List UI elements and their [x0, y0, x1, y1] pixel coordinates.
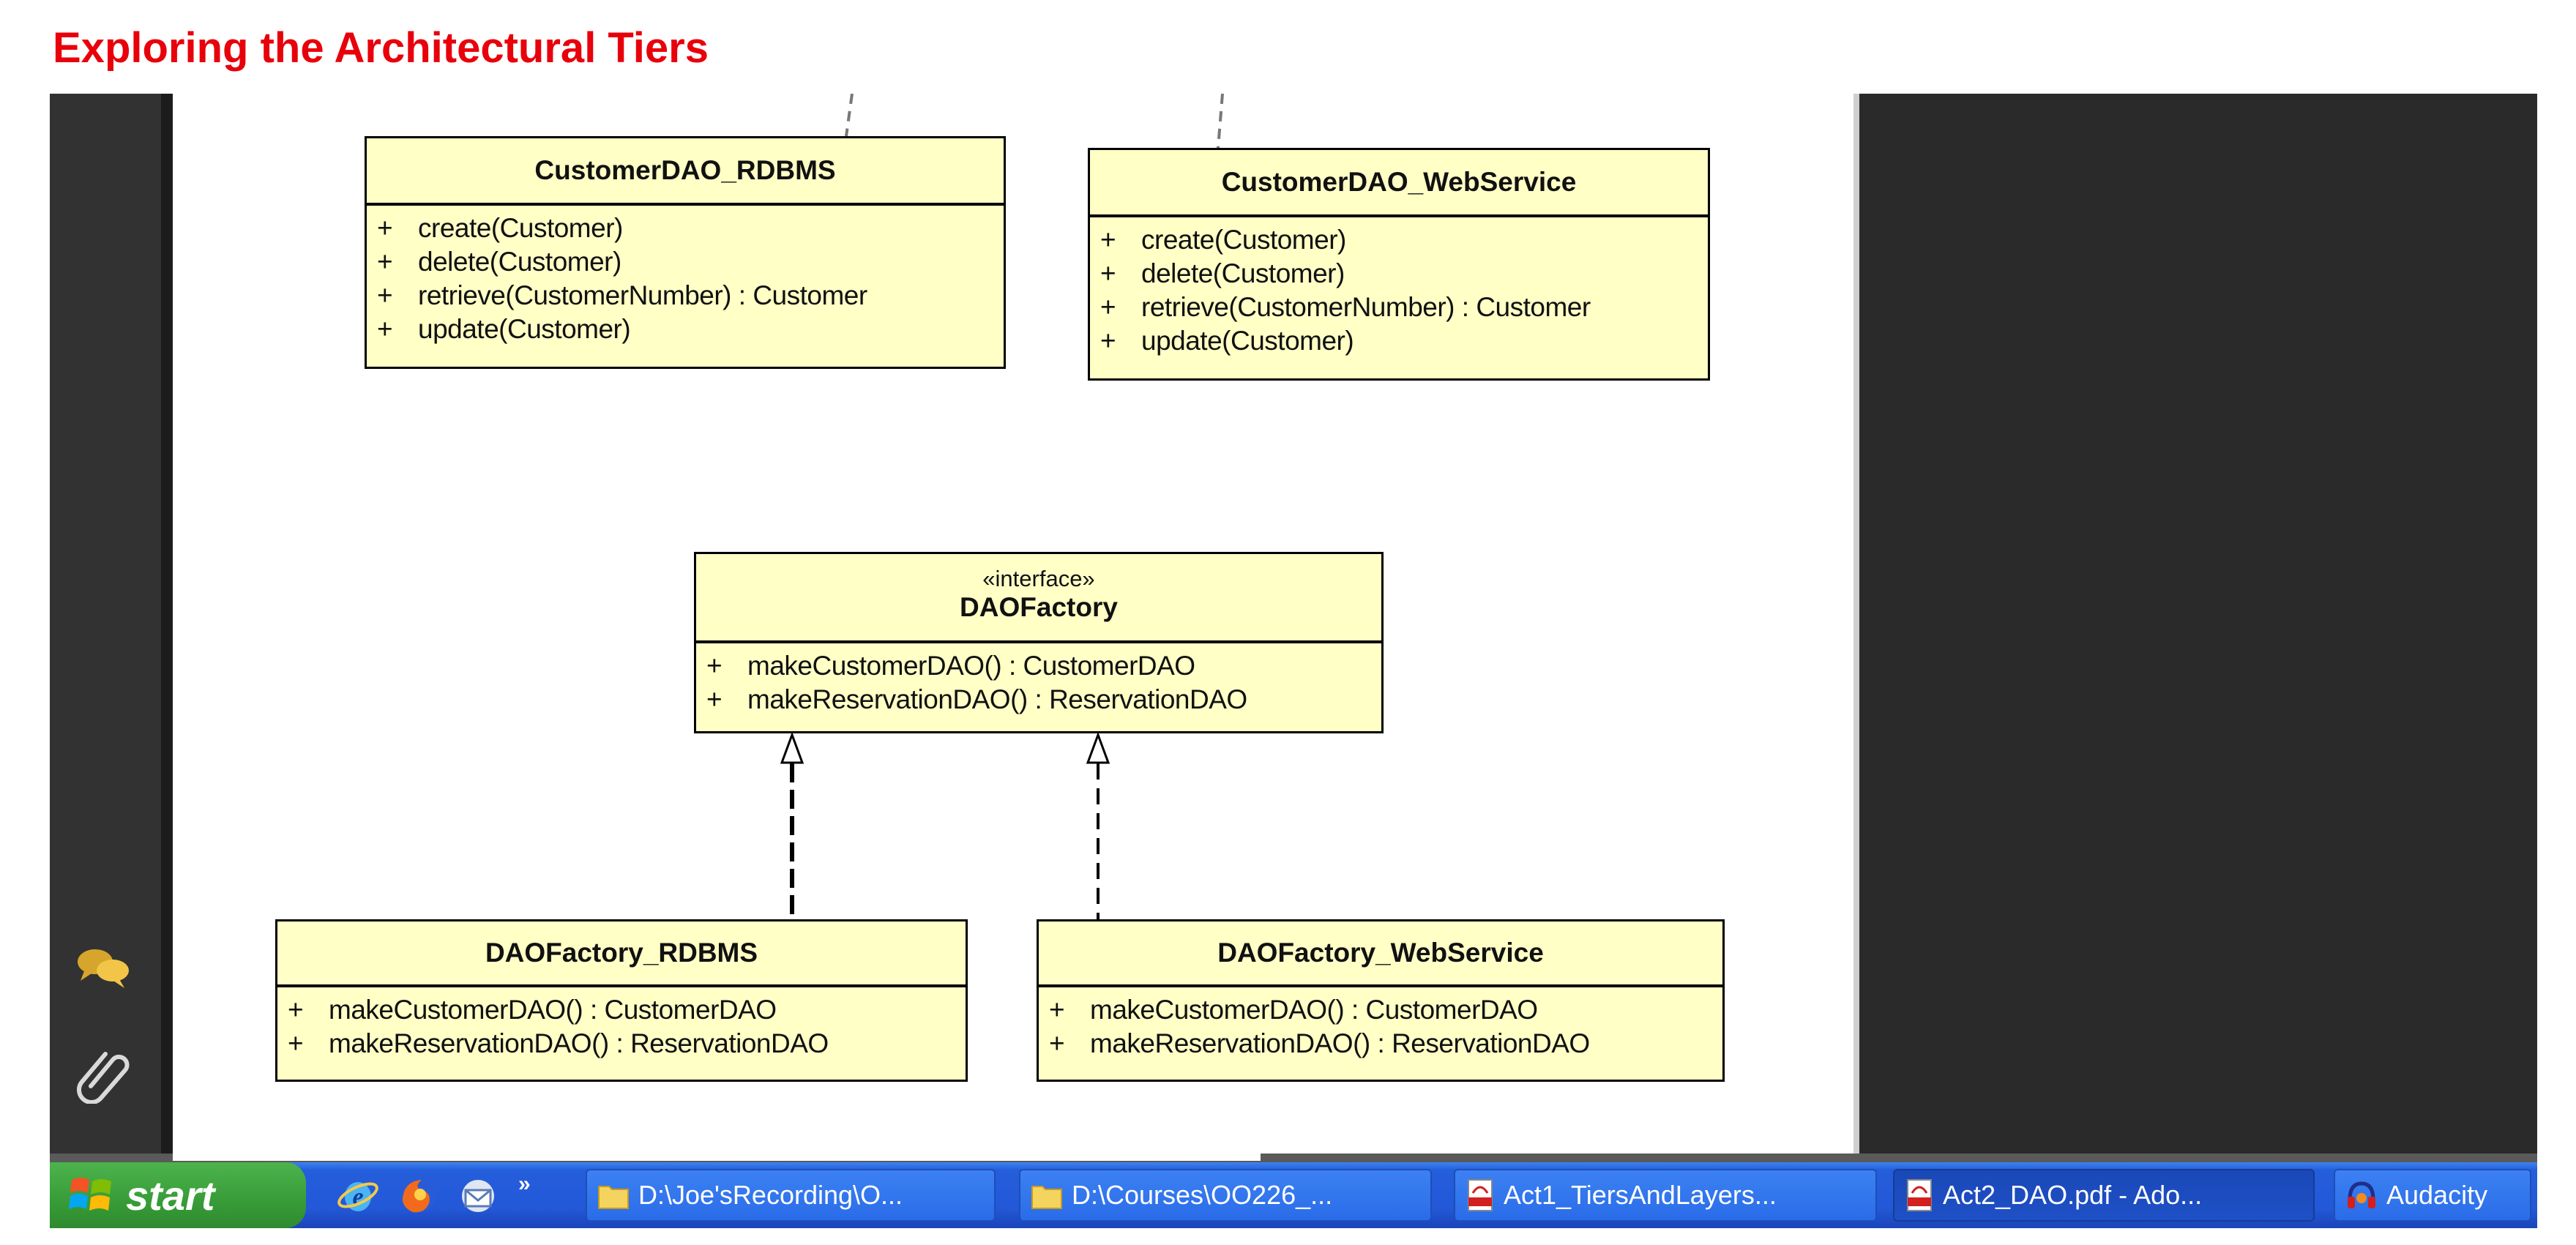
operation-signature: makeCustomerDAO() : CustomerDAO — [1090, 995, 1538, 1025]
operation-row: + makeReservationDAO() : ReservationDAO — [706, 683, 1371, 717]
panel-divider[interactable] — [161, 94, 173, 1154]
taskbar-button-courses-folder[interactable]: D:\Courses\OO226_... — [1019, 1169, 1432, 1222]
operation-row: + makeReservationDAO() : ReservationDAO — [288, 1027, 955, 1061]
windows-logo-icon — [69, 1178, 111, 1211]
class-name: DAOFactory_RDBMS — [277, 921, 966, 987]
interface-header: «interface» DAOFactory — [696, 554, 1381, 643]
uml-class-customerdao-rdbms: CustomerDAO_RDBMS + create(Customer) + del… — [365, 136, 1006, 369]
visibility-marker: + — [706, 651, 723, 681]
operation-row: + update(Customer) — [1100, 324, 1698, 358]
visibility-marker: + — [288, 1028, 304, 1058]
uml-connectors — [780, 94, 1224, 919]
quick-launch-overflow-chevron[interactable]: » — [518, 1172, 531, 1196]
operation-row: + delete(Customer) — [377, 245, 993, 279]
visibility-marker: + — [706, 684, 723, 714]
operation-signature: create(Customer) — [418, 213, 623, 243]
task-label: Act1_TiersAndLayers... — [1504, 1180, 1777, 1210]
email-client-icon[interactable] — [455, 1173, 501, 1218]
attachment-paperclip-icon[interactable] — [70, 1038, 136, 1104]
operation-signature: makeCustomerDAO() : CustomerDAO — [329, 995, 777, 1025]
document-background — [1859, 94, 2537, 1154]
operation-row: + makeCustomerDAO() : CustomerDAO — [288, 993, 955, 1027]
audacity-icon — [2348, 1181, 2375, 1208]
comments-icon[interactable] — [70, 935, 136, 1001]
visibility-marker: + — [1049, 995, 1065, 1025]
operation-row: + makeCustomerDAO() : CustomerDAO — [706, 649, 1371, 683]
start-label: start — [126, 1172, 215, 1219]
operation-row: + makeReservationDAO() : ReservationDAO — [1049, 1027, 1712, 1061]
stereotype-label: «interface» — [982, 566, 1095, 591]
task-label: Act2_DAO.pdf - Ado... — [1943, 1180, 2203, 1210]
operation-row: + retrieve(CustomerNumber) : Customer — [1100, 291, 1698, 324]
operation-signature: makeReservationDAO() : ReservationDAO — [1090, 1028, 1590, 1058]
visibility-marker: + — [377, 314, 393, 344]
quick-launch: e » — [335, 1171, 531, 1219]
operation-signature: retrieve(CustomerNumber) : Customer — [418, 280, 867, 310]
operation-signature: retrieve(CustomerNumber) : Customer — [1141, 292, 1591, 322]
operation-signature: makeReservationDAO() : ReservationDAO — [329, 1028, 829, 1058]
slide-title: Exploring the Architectural Tiers — [53, 24, 709, 72]
visibility-marker: + — [1100, 326, 1116, 356]
uml-interface-daofactory: «interface» DAOFactory + makeCustomerDAO(… — [694, 552, 1384, 733]
visibility-marker: + — [377, 280, 393, 310]
operation-signature: makeReservationDAO() : ReservationDAO — [747, 684, 1247, 714]
folder-icon — [598, 1186, 629, 1209]
visibility-marker: + — [1100, 292, 1116, 322]
class-name: CustomerDAO_RDBMS — [367, 138, 1004, 206]
task-label: Audacity — [2386, 1180, 2488, 1210]
uml-class-customerdao-webservice: CustomerDAO_WebService + create(Customer)… — [1088, 148, 1710, 381]
firefox-icon[interactable] — [395, 1173, 441, 1218]
class-name: DAOFactory — [960, 592, 1118, 622]
operation-signature: makeCustomerDAO() : CustomerDAO — [747, 651, 1195, 681]
horizontal-scroll-area[interactable] — [50, 1154, 2537, 1162]
uml-class-daofactory-rdbms: DAOFactory_RDBMS + makeCustomerDAO() : Cu… — [275, 919, 968, 1082]
visibility-marker: + — [377, 247, 393, 277]
visibility-marker: + — [1100, 225, 1116, 255]
operation-row: + delete(Customer) — [1100, 257, 1698, 291]
uml-class-daofactory-webservice: DAOFactory_WebService + makeCustomerDAO()… — [1037, 919, 1725, 1082]
visibility-marker: + — [1049, 1028, 1065, 1058]
task-label: D:\Courses\OO226_... — [1072, 1180, 1333, 1210]
pdf-icon — [1468, 1179, 1493, 1211]
visibility-marker: + — [288, 995, 304, 1025]
operation-row: + create(Customer) — [1100, 223, 1698, 257]
internet-explorer-icon[interactable]: e — [335, 1173, 381, 1218]
taskbar-button-joes-recording[interactable]: D:\Joe'sRecording\O... — [586, 1169, 996, 1222]
visibility-marker: + — [377, 213, 393, 243]
folder-icon — [1031, 1186, 1062, 1209]
operation-signature: update(Customer) — [1141, 326, 1354, 356]
taskbar-button-audacity[interactable]: Audacity — [2334, 1169, 2531, 1222]
taskbar-button-act1-pdf[interactable]: Act1_TiersAndLayers... — [1454, 1169, 1877, 1222]
operation-signature: delete(Customer) — [1141, 258, 1345, 288]
page-border — [1853, 94, 1859, 1154]
operation-signature: update(Customer) — [418, 314, 631, 344]
operation-row: + makeCustomerDAO() : CustomerDAO — [1049, 993, 1712, 1027]
visibility-marker: + — [1100, 258, 1116, 288]
class-name: CustomerDAO_WebService — [1090, 150, 1708, 217]
operation-row: + update(Customer) — [377, 313, 993, 346]
operation-signature: create(Customer) — [1141, 225, 1346, 255]
taskbar-button-act2-pdf-active[interactable]: Act2_DAO.pdf - Ado... — [1893, 1169, 2315, 1222]
start-button[interactable]: start — [50, 1162, 306, 1228]
acrobat-window: CustomerDAO_RDBMS + create(Customer) + del… — [50, 94, 2537, 1228]
pdf-page: CustomerDAO_RDBMS + create(Customer) + del… — [173, 94, 1853, 1154]
class-name: DAOFactory_WebService — [1039, 921, 1722, 987]
task-label: D:\Joe'sRecording\O... — [638, 1180, 903, 1210]
operation-row: + retrieve(CustomerNumber) : Customer — [377, 279, 993, 313]
operation-signature: delete(Customer) — [418, 247, 621, 277]
navigation-panel — [50, 94, 161, 1154]
pdf-icon — [1907, 1179, 1932, 1211]
operation-row: + create(Customer) — [377, 212, 993, 245]
windows-taskbar: start e » D:\Joe'sRecording\O... — [50, 1162, 2537, 1228]
